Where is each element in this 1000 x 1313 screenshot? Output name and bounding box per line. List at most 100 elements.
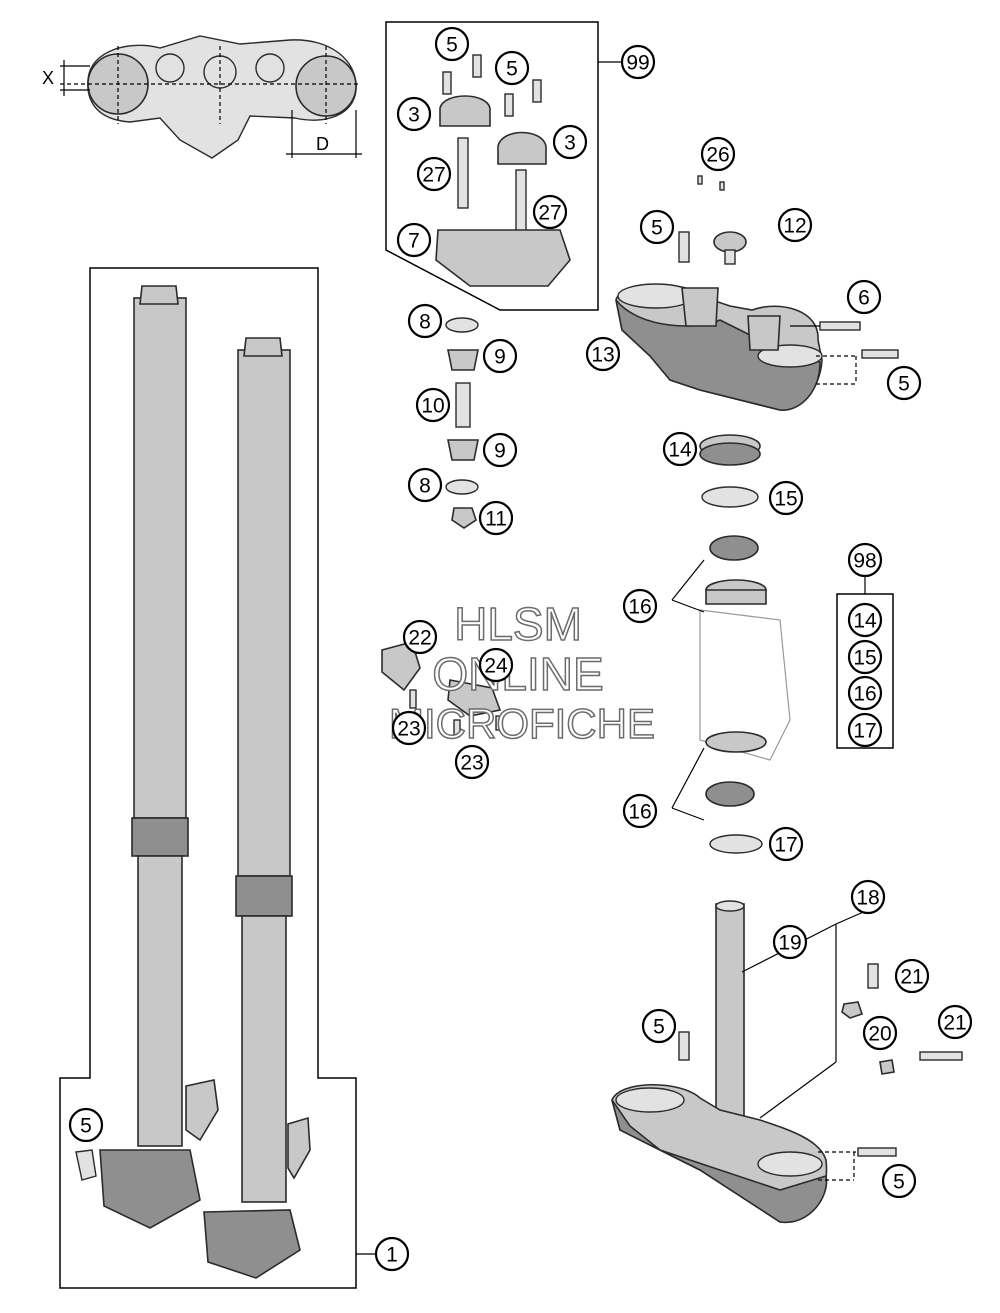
callout-number: 5 [653,1016,665,1039]
callout-number: 9 [494,346,506,369]
callout-circle [585,336,621,372]
callout-circle [620,44,656,80]
callout-circle [391,710,427,746]
callout-circle [454,744,490,780]
callout-circle [850,879,886,915]
callout-number: 14 [668,439,692,462]
callout-number: 17 [853,720,876,743]
callout-14: 14 [662,431,698,467]
callout-21: 21 [894,958,930,994]
callout-circle [622,793,658,829]
callout-15: 15 [847,639,883,675]
steering-bearing-stack [671,434,791,854]
callout-number: 23 [397,718,420,741]
callout-number: 14 [853,610,877,633]
callout-number: 7 [408,230,420,253]
callout-10: 10 [415,387,451,423]
callout-circle [552,124,588,160]
callout-5: 5 [434,26,470,62]
callout-number: 5 [446,34,458,57]
callout-17: 17 [847,712,883,748]
callout-circle [847,712,883,748]
callout-17: 17 [768,826,804,862]
callout-12: 12 [777,207,813,243]
callout-circle [374,1236,410,1272]
callout-circle [482,338,518,374]
brake-line-bracket-parts [381,641,503,737]
callout-number: 16 [853,683,876,706]
callout-22: 22 [402,619,438,655]
callout-20: 20 [862,1015,898,1051]
callout-number: 9 [494,440,506,463]
callout-number: 3 [408,104,420,127]
callout-number: 8 [419,311,431,334]
callout-circle [937,1004,973,1040]
front-fork-assembly [59,267,376,1289]
dimension-d-label: D [316,134,329,154]
watermark-line-3: MICROFICHE [389,700,655,747]
callout-circle [415,387,451,423]
callout-5: 5 [639,209,675,245]
callout-circle [622,588,658,624]
callout-number: 12 [783,215,806,238]
callout-circle [396,96,432,132]
callout-circle [532,194,568,230]
callout-circle [478,500,514,536]
callout-24: 24 [478,647,514,683]
callout-circle [846,279,882,315]
callout-18: 18 [850,879,886,915]
callout-number: 6 [858,287,870,310]
callout-number: 11 [485,508,507,531]
callout-circle [434,26,470,62]
callout-number: 3 [564,132,576,155]
callout-number: 27 [422,164,445,187]
callout-circle [416,156,452,192]
callout-circle [402,619,438,655]
callout-number: 23 [460,752,483,775]
dimension-x-label: X [42,68,54,88]
watermark-line-2: ONLINE [432,648,603,700]
callout-number: 5 [651,217,663,240]
callout-1: 1 [374,1236,410,1272]
callout-8: 8 [407,303,443,339]
callout-circle [768,826,804,862]
callout-number: 8 [419,475,431,498]
callout-circle [494,50,530,86]
callout-14: 14 [847,602,883,638]
callout-number: 18 [856,887,879,910]
callout-number: 21 [900,966,923,989]
callout-circle [700,136,736,172]
callout-23: 23 [454,744,490,780]
callout-26: 26 [700,136,736,172]
callout-number: 98 [853,550,876,573]
callout-number: 16 [628,801,651,824]
callout-circle [478,647,514,683]
callout-number: 16 [628,596,651,619]
callout-circle [772,924,808,960]
callout-16: 16 [622,793,658,829]
callout-9: 9 [482,338,518,374]
callout-3: 3 [552,124,588,160]
callout-23: 23 [391,710,427,746]
callout-number: 15 [774,488,797,511]
callout-27: 27 [416,156,452,192]
callout-circle [847,602,883,638]
callout-number: 5 [506,58,518,81]
callout-11: 11 [478,500,514,536]
bearing-kit-box [836,576,894,749]
callout-circle [881,1163,917,1199]
callout-circle [407,467,443,503]
callout-circle [68,1107,104,1143]
callout-5: 5 [881,1163,917,1199]
callout-number: 10 [421,395,444,418]
callout-number: 26 [706,144,729,167]
callout-8: 8 [407,467,443,503]
callout-7: 7 [396,222,432,258]
callout-number: 15 [853,647,876,670]
callout-number: 5 [898,373,910,396]
damper-bushing-stack [445,317,479,529]
callout-5: 5 [886,365,922,401]
handlebar-clamp-kit [385,21,622,311]
